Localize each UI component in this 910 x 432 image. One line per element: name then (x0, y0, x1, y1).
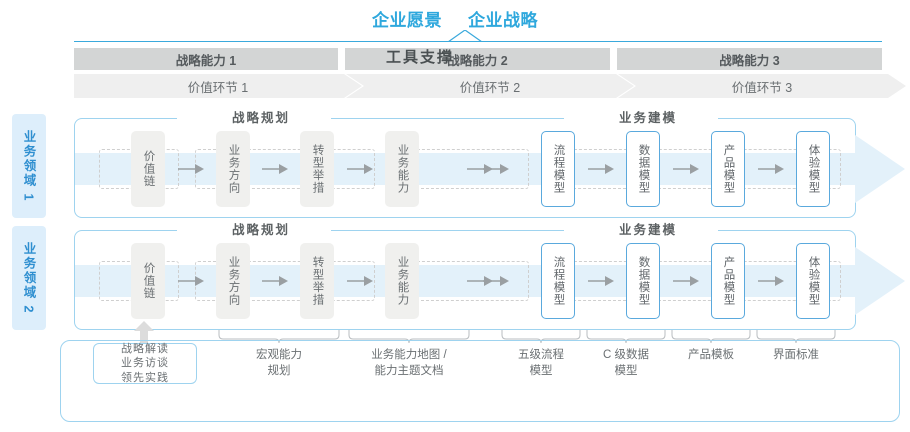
tool-caption: 业务能力地图 / 能力主题文档 (349, 348, 469, 379)
tool-caption-line: 规划 (267, 364, 291, 377)
tool-caption: 五级流程模型 (481, 348, 601, 379)
flow-arrow-icon (177, 276, 204, 286)
section-title-strategic-planning: 战略规划 (223, 222, 300, 238)
caret-up-icon (448, 30, 482, 42)
bracket-connector (671, 330, 751, 344)
bracket-connector (218, 330, 340, 344)
flow-arrow-icon (483, 164, 509, 174)
flow-arrow-icon (346, 164, 373, 174)
top-divider-line (74, 41, 882, 42)
title-enterprise-strategy: 企业战略 (468, 11, 538, 30)
section-title-business-modeling: 业务建模 (610, 110, 687, 126)
node-box[interactable]: 流程模型 (541, 131, 575, 207)
bracket-connector (586, 330, 666, 344)
flow-arrow-icon (262, 164, 288, 174)
node-box[interactable]: 业务能力 (385, 243, 419, 319)
flow-arrow-icon (262, 276, 288, 286)
flow-arrow-icon (346, 276, 373, 286)
node-box[interactable]: 产品模型 (711, 131, 745, 207)
capability-bar-2[interactable]: 战略能力 2 (345, 48, 610, 70)
up-arrow-icon (134, 321, 154, 346)
top-titles: 企业愿景 企业战略 (0, 6, 910, 31)
strategy-line: 战略解读 (121, 343, 169, 356)
strategy-interpretation-box[interactable]: 战略解读业务访谈领先实践 (93, 343, 197, 384)
capability-bar-1[interactable]: 战略能力 1 (74, 48, 338, 70)
domain-row-1: 战略规划 业务建模价值链 业务方向 转型举措 业务能力 流程模型 数据模型 产品模型 体验模型 (74, 110, 905, 218)
node-box[interactable]: 价值链 (131, 243, 165, 319)
flow-arrow-icon (177, 164, 204, 174)
flow-arrow-icon (483, 276, 509, 286)
tool-caption-line: 界面标准 (773, 349, 819, 361)
node-box[interactable]: 业务方向 (216, 131, 250, 207)
bracket-connector (501, 330, 581, 344)
tool-caption-line: 模型 (614, 364, 638, 377)
node-box[interactable]: 业务方向 (216, 243, 250, 319)
flow-arrow-icon (757, 164, 784, 174)
node-box[interactable]: 转型举措 (300, 131, 334, 207)
flow-arrow-icon (757, 276, 784, 286)
node-box[interactable]: 数据模型 (626, 131, 660, 207)
flow-arrow-icon (672, 276, 699, 286)
value-chain-bar-1[interactable]: 价值环节 1 (74, 74, 362, 98)
section-title-strategic-planning: 战略规划 (223, 110, 300, 126)
section-title-business-modeling: 业务建模 (610, 222, 687, 238)
strategic-capability-bars: 战略能力 1 战略能力 2 战略能力 3 (74, 48, 882, 70)
sidebar-item-domain-2[interactable]: 业务领域 2 (12, 226, 46, 330)
node-box[interactable]: 体验模型 (796, 243, 830, 319)
bracket-connector (756, 330, 836, 344)
node-box[interactable]: 转型举措 (300, 243, 334, 319)
tool-support-title: 工具支撑 (385, 49, 454, 66)
node-box[interactable]: 业务能力 (385, 131, 419, 207)
tool-caption: C 级数据模型 (566, 348, 686, 379)
tool-caption-line: 业务能力地图 / (371, 349, 447, 361)
tool-caption-line: 能力主题文档 (374, 364, 444, 377)
node-box[interactable]: 价值链 (131, 131, 165, 207)
strategy-interpretation-text: 战略解读业务访谈领先实践 (121, 342, 169, 384)
flow-arrow-icon (587, 276, 614, 286)
tool-caption-line: 产品模板 (688, 349, 734, 361)
bracket-connector (348, 330, 470, 344)
tool-caption-line: 五级流程 (518, 349, 564, 361)
flow-arrow-icon (672, 164, 699, 174)
value-chain-bar-3[interactable]: 价值环节 3 (618, 74, 906, 98)
tool-caption: 产品模板 (651, 348, 771, 364)
tool-caption-line: 模型 (529, 364, 553, 377)
tool-caption-line: 宏观能力 (256, 349, 302, 361)
flow-arrow-icon (587, 164, 614, 174)
tool-caption: 宏观能力规划 (219, 348, 339, 379)
title-enterprise-vision: 企业愿景 (372, 11, 442, 30)
node-box[interactable]: 产品模型 (711, 243, 745, 319)
value-chain-bar-2[interactable]: 价值环节 2 (346, 74, 634, 98)
capability-bar-3[interactable]: 战略能力 3 (617, 48, 882, 70)
node-box[interactable]: 数据模型 (626, 243, 660, 319)
node-box[interactable]: 流程模型 (541, 243, 575, 319)
strategy-line: 领先实践 (121, 371, 169, 384)
strategy-line: 业务访谈 (121, 357, 169, 370)
sidebar-item-domain-1[interactable]: 业务领域 1 (12, 114, 46, 218)
domain-row-2: 战略规划 业务建模价值链 业务方向 转型举措 业务能力 流程模型 数据模型 产品模型 体验模型 (74, 222, 905, 330)
tool-caption-line: C 级数据 (603, 349, 649, 361)
node-box[interactable]: 体验模型 (796, 131, 830, 207)
tool-support-container (60, 340, 900, 422)
tool-caption: 界面标准 (736, 348, 856, 364)
